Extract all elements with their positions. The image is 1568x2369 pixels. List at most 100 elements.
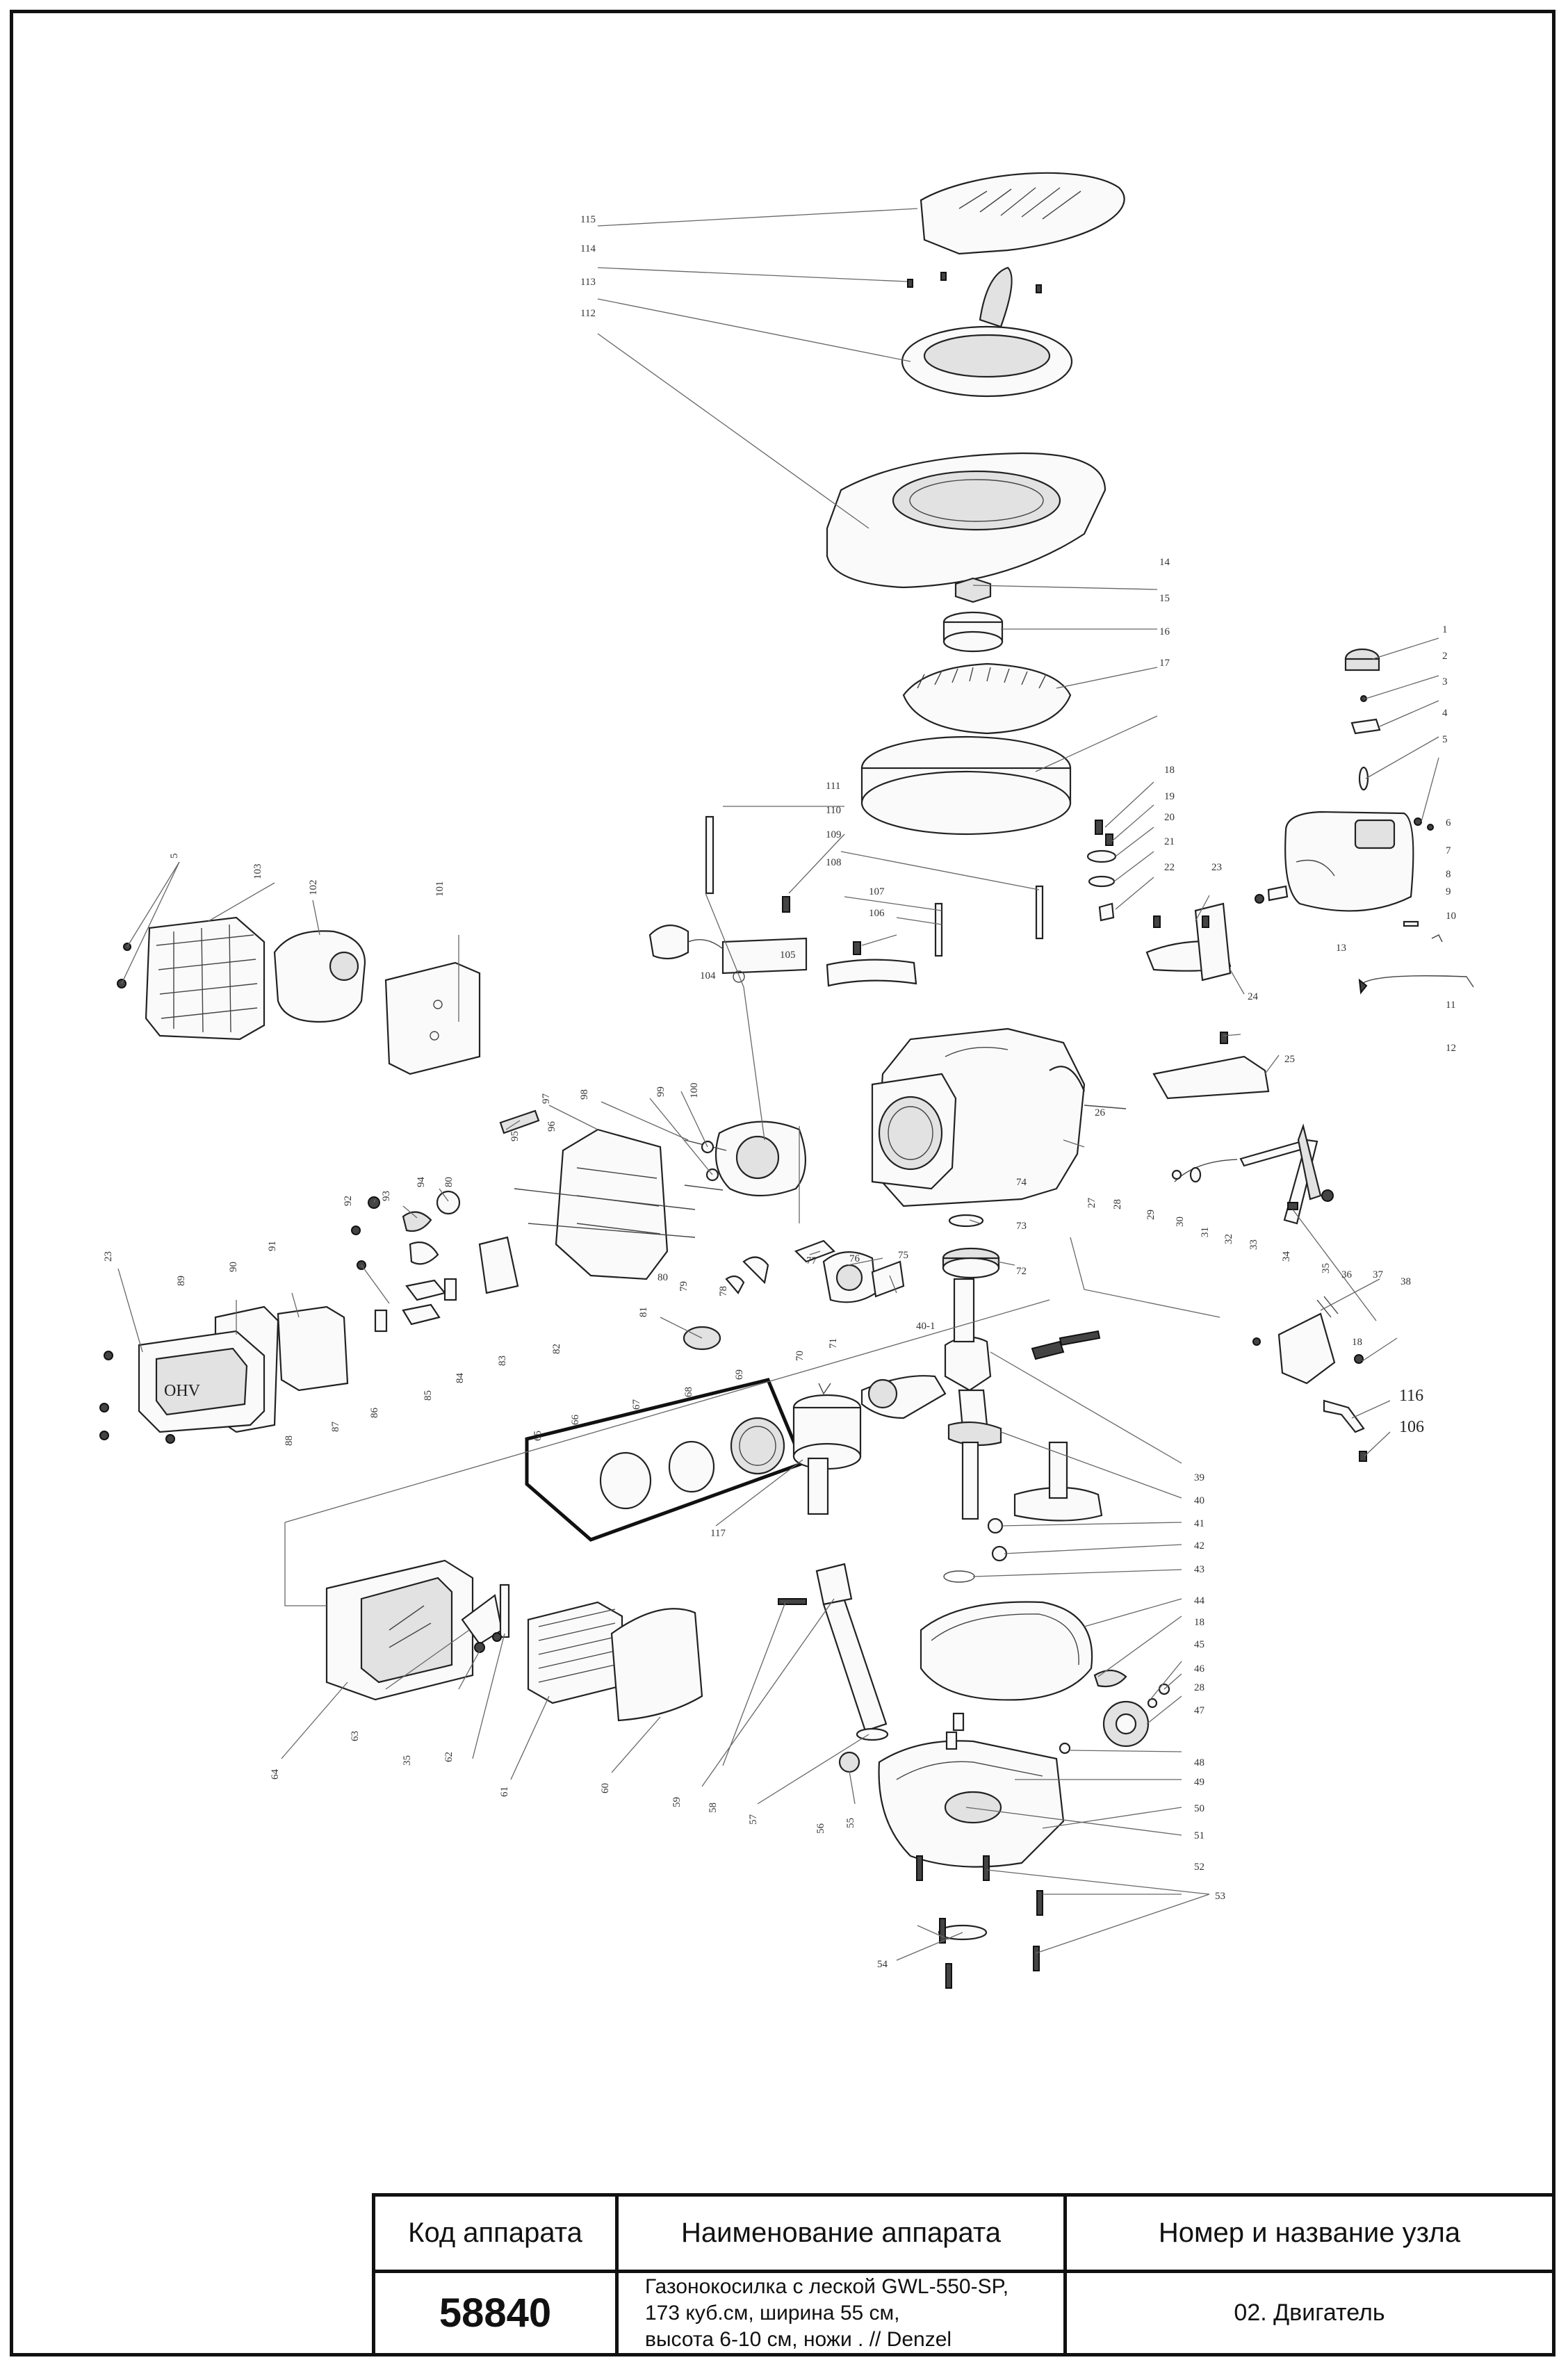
piston-ring-box [525,1378,806,1542]
callout-88: 88 [284,1435,295,1446]
callout-98: 98 [579,1089,590,1100]
callout-30: 30 [1175,1216,1186,1227]
device-name: Газонокосилка с леской GWL-550-SP, 173 к… [615,2270,1067,2356]
callout-77: 77 [806,1255,817,1267]
callout-54: 54 [877,1959,888,1970]
callout-5b: 5 [169,854,180,859]
callout-58: 58 [708,1802,719,1813]
callout-35b: 35 [402,1755,413,1766]
callout-29: 29 [1145,1210,1157,1220]
callout-2: 2 [1442,651,1448,662]
callout-116: 116 [1399,1387,1423,1405]
callout-26: 26 [1095,1107,1106,1118]
device-name-line-2: 173 куб.см, ширина 55 см, [645,2301,900,2325]
callout-61: 61 [499,1786,510,1797]
grille-lettering: OHV [164,1382,201,1400]
callout-40-1: 40-1 [916,1321,936,1332]
camshaft-group [920,1441,1170,1748]
device-name-line-3: высота 6-10 см, ножи . // Denzel [645,2327,952,2351]
callout-113: 113 [580,277,596,288]
callout-55: 55 [845,1818,856,1828]
callout-33: 33 [1248,1239,1259,1250]
unit-number-name: 02. Двигатель [1063,2270,1555,2356]
callout-32: 32 [1223,1234,1234,1244]
callout-72: 72 [1016,1266,1027,1277]
callout-67: 67 [631,1399,642,1410]
callout-69: 69 [734,1369,745,1380]
cylinder-block [871,1027,1127,1207]
engine-exploded-diagram: OHV [99,172,1474,1989]
callout-110: 110 [826,805,841,816]
callout-47: 47 [1194,1705,1205,1716]
callout-100: 100 [689,1083,700,1099]
callout-41: 41 [1194,1518,1204,1529]
callout-104: 104 [700,970,716,982]
callout-52: 52 [1194,1862,1204,1873]
callout-115: 115 [580,214,596,225]
studs [705,815,1044,957]
callout-109: 109 [826,829,842,840]
callout-50: 50 [1194,1803,1204,1814]
callout-46: 46 [1194,1663,1205,1675]
callout-81: 81 [638,1307,649,1317]
callout-91: 91 [267,1241,278,1251]
callout-53: 53 [1215,1891,1225,1902]
ignition-coil [648,925,917,987]
callout-96: 96 [546,1121,557,1132]
callout-83: 83 [497,1356,508,1366]
fuel-tank-group [1255,648,1474,995]
callout-84: 84 [455,1373,466,1384]
callout-99: 99 [655,1086,667,1097]
callout-35: 35 [1321,1263,1332,1273]
callout-18b: 18 [1352,1337,1362,1348]
muffler-group [117,916,481,1075]
callout-9: 9 [1446,886,1451,897]
callout-4: 4 [1442,708,1448,719]
callout-44: 44 [1194,1595,1205,1606]
callout-103: 103 [252,864,263,880]
callout-7: 7 [1446,845,1451,856]
callout-labels: 115 114 113 112 14 15 16 17 1 2 3 4 5 6 … [103,214,1456,1970]
device-name-line-1: Газонокосилка с леской GWL-550-SP, [645,2274,1009,2298]
callout-108: 108 [826,857,842,868]
callout-5: 5 [1442,734,1448,745]
callout-105: 105 [780,950,796,961]
header-device-code: Код аппарата [372,2193,619,2273]
callout-17: 17 [1159,658,1170,669]
callout-93: 93 [381,1191,392,1201]
callout-22: 22 [1164,862,1175,873]
callout-74: 74 [1016,1177,1027,1188]
callout-62: 62 [443,1752,455,1762]
callout-70: 70 [794,1351,806,1361]
callout-90: 90 [228,1262,239,1272]
callout-15: 15 [1159,593,1170,604]
callout-42: 42 [1194,1540,1204,1552]
callout-31: 31 [1200,1227,1211,1237]
screws-114 [907,272,1042,293]
callout-19: 19 [1164,791,1175,802]
callout-27: 27 [1086,1198,1097,1209]
title-block-table: Код аппарата Наименование аппарата Номер… [372,2193,1555,2356]
callout-10: 10 [1446,911,1456,922]
callout-36: 36 [1341,1269,1353,1280]
callout-92: 92 [343,1196,354,1206]
starter-top-cover [920,172,1125,255]
callout-65: 65 [532,1431,544,1441]
engine-shroud [826,452,1106,589]
sheet-frame [10,10,1555,2356]
leader-lines [117,208,1439,1961]
callout-8: 8 [1446,869,1451,880]
callout-13: 13 [1336,943,1346,954]
callout-64: 64 [270,1769,281,1780]
callout-14: 14 [1159,557,1170,568]
callout-3: 3 [1442,676,1448,687]
callout-11: 11 [1446,1000,1455,1011]
callout-56: 56 [815,1823,826,1834]
device-code: 58840 [372,2270,619,2356]
callout-102: 102 [308,880,319,896]
cylinder-head-group [499,1109,806,1280]
callout-86: 86 [369,1408,380,1419]
main-bearing [942,1214,1000,1279]
callout-59: 59 [671,1797,683,1807]
